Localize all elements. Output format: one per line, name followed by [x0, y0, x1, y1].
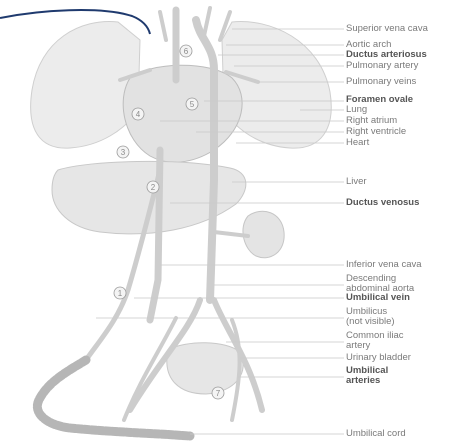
left-lung: [222, 22, 331, 149]
bladder-shape: [167, 343, 243, 394]
label-heart: Heart: [346, 138, 369, 148]
label-urinary-bladder: Urinary bladder: [346, 353, 411, 363]
label-pulmonary-veins: Pulmonary veins: [346, 77, 416, 87]
label-umbilical-vein: Umbilical vein: [346, 293, 410, 303]
step-number-5: 5: [190, 100, 195, 109]
step-number-4: 4: [136, 110, 141, 119]
umbilical-cord-shape: [37, 360, 190, 436]
label-liver: Liver: [346, 177, 367, 187]
label-ductus-arteriosus: Ductus arteriosus: [346, 50, 427, 60]
label-right-atrium: Right atrium: [346, 116, 397, 126]
label-pulmonary-artery: Pulmonary artery: [346, 61, 418, 71]
label-umbilicus: Umbilicus(not visible): [346, 307, 395, 327]
label-ductus-venosus: Ductus venosus: [346, 198, 419, 208]
step-number-3: 3: [121, 148, 126, 157]
label-right-ventricle: Right ventricle: [346, 127, 406, 137]
step-number-1: 1: [118, 289, 123, 298]
label-inferior-vena-cava: Inferior vena cava: [346, 260, 422, 270]
label-superior-vena-cava: Superior vena cava: [346, 24, 428, 34]
label-lung: Lung: [346, 105, 367, 115]
step-number-6: 6: [184, 47, 189, 56]
step-number-7: 7: [216, 389, 221, 398]
step-number-2: 2: [151, 183, 156, 192]
right-lung: [31, 22, 140, 149]
label-umbilical-cord: Umbilical cord: [346, 429, 406, 439]
aorta-vessel: [196, 20, 214, 300]
